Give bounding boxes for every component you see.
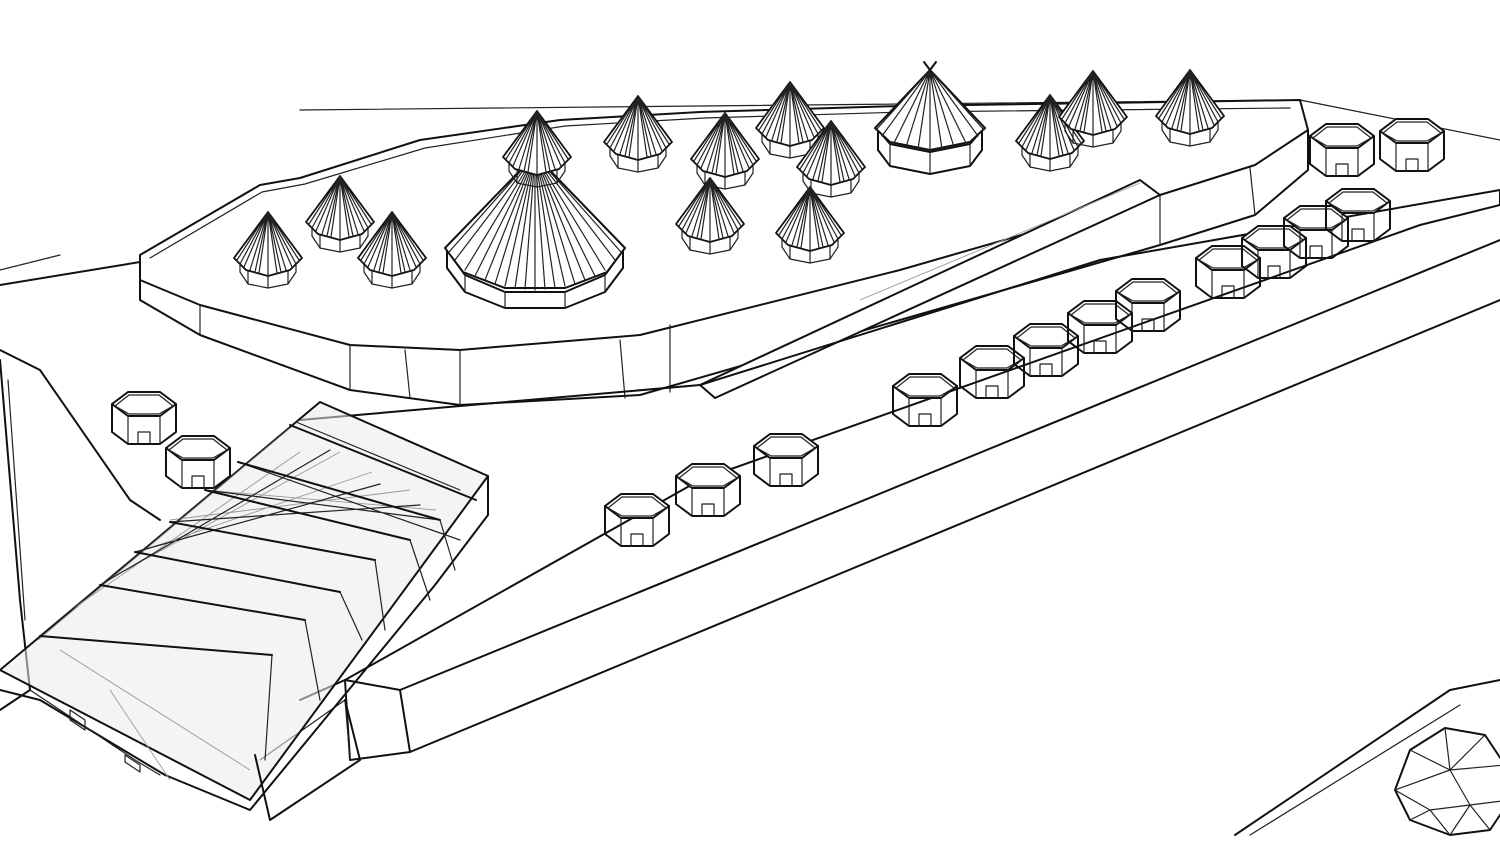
glass-canopy — [0, 401, 490, 821]
large-tent-center — [443, 147, 627, 309]
geodesic-dome — [1394, 727, 1500, 836]
lower-platform — [259, 189, 1500, 761]
large-tent-right — [873, 61, 987, 175]
